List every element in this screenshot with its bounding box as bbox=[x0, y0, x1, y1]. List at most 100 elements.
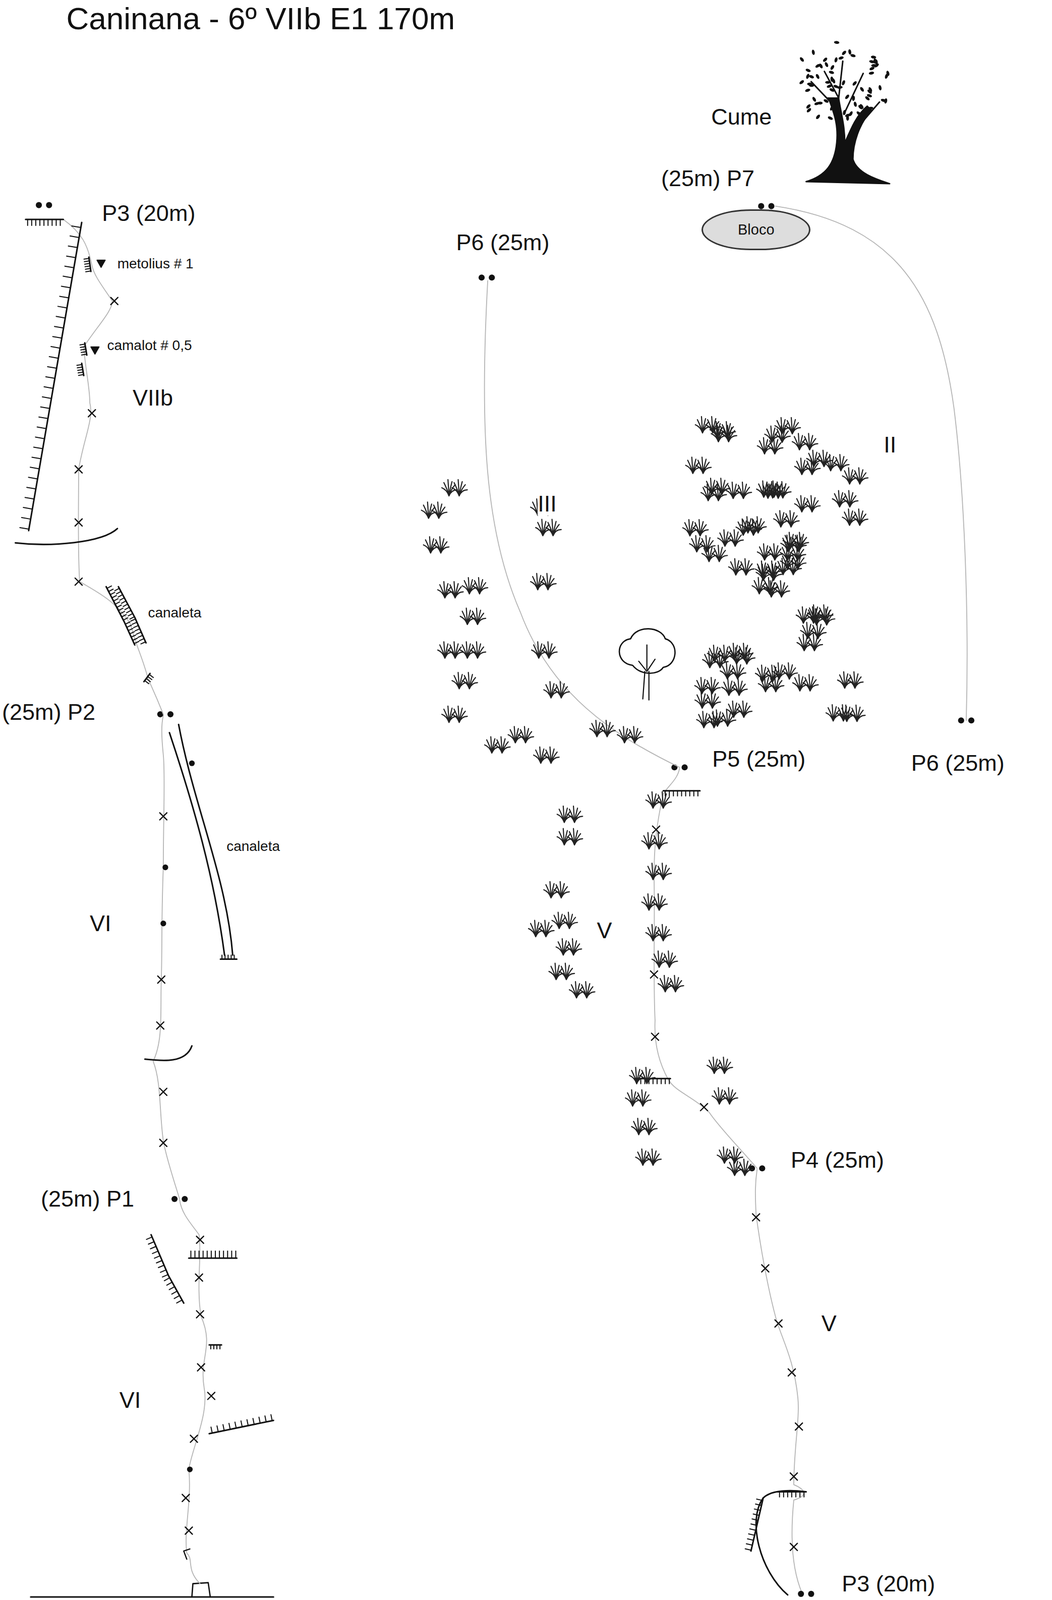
grass-tuft bbox=[451, 672, 467, 689]
hatch-tick bbox=[60, 219, 62, 226]
hatch-tick bbox=[77, 367, 83, 369]
tree-leaf bbox=[848, 110, 854, 117]
hatch-tick bbox=[61, 286, 71, 288]
grass-tuft bbox=[842, 490, 858, 507]
bolt-mark bbox=[790, 1472, 798, 1480]
grass-tuft bbox=[646, 862, 662, 880]
hatch-tick bbox=[146, 1236, 152, 1240]
tree-leaf bbox=[805, 107, 812, 113]
bolt-mark bbox=[775, 1319, 783, 1327]
tree-leaf bbox=[867, 106, 874, 110]
tree-leaf bbox=[826, 83, 833, 89]
grass-tuft bbox=[641, 832, 658, 849]
hatch-tick bbox=[81, 351, 87, 353]
hatch-tick bbox=[173, 1295, 180, 1299]
hatch-tick bbox=[190, 1250, 192, 1258]
rock-feature bbox=[28, 222, 82, 531]
hatch-tick bbox=[164, 1277, 170, 1281]
hatch-tick bbox=[219, 1344, 221, 1349]
grass-tuft bbox=[842, 467, 858, 484]
hatch-tick bbox=[748, 1533, 755, 1536]
gear-note: camalot # 0,5 bbox=[106, 337, 192, 353]
hatch-tick bbox=[125, 607, 130, 610]
hatch-tick bbox=[221, 954, 223, 959]
bolt-mark bbox=[88, 409, 96, 417]
piton-dot bbox=[488, 274, 495, 281]
hatch-tick bbox=[697, 790, 699, 796]
grass-tuft bbox=[728, 529, 744, 546]
tree-leaf bbox=[844, 93, 850, 100]
piton-dot bbox=[757, 203, 765, 210]
hatch-tick bbox=[25, 497, 35, 499]
grass-tuft bbox=[804, 457, 821, 475]
summit-tree-trunk bbox=[805, 97, 890, 184]
tree-leaf bbox=[884, 97, 888, 104]
start-squiggle bbox=[183, 1548, 190, 1559]
rock-feature bbox=[88, 257, 91, 272]
hatch-tick bbox=[39, 219, 41, 226]
grass-tuft bbox=[545, 519, 561, 536]
hatch-tick bbox=[750, 1523, 757, 1526]
grass-tuft bbox=[528, 920, 544, 937]
grass-tuft bbox=[764, 426, 780, 443]
hatch-tick bbox=[42, 396, 52, 399]
tree-leaf bbox=[834, 56, 839, 64]
hatch-tick bbox=[43, 219, 45, 226]
hatch-tick bbox=[136, 631, 142, 634]
bolt-mark bbox=[795, 1422, 803, 1430]
hatch-tick bbox=[33, 446, 43, 449]
hatch-tick bbox=[213, 1344, 215, 1349]
tree-leaf bbox=[824, 61, 830, 68]
hatch-tick bbox=[120, 597, 125, 601]
hatch-tick bbox=[803, 1491, 805, 1497]
grass-tuft bbox=[717, 1146, 733, 1163]
bolt-mark bbox=[195, 1273, 203, 1281]
bolt-mark bbox=[652, 826, 660, 834]
bolt-mark bbox=[182, 1494, 190, 1502]
tree-leaf bbox=[833, 84, 840, 89]
hatch-tick bbox=[118, 594, 123, 598]
grass-tuft bbox=[792, 433, 808, 450]
hatch-tick bbox=[80, 343, 86, 345]
grass-tuft bbox=[800, 622, 816, 639]
grass-tuft bbox=[656, 791, 672, 808]
gear-marker bbox=[96, 260, 105, 268]
tree-leaf bbox=[867, 86, 873, 93]
grade-label: V bbox=[597, 918, 613, 943]
grass-tuft bbox=[554, 681, 570, 698]
grass-tuft bbox=[807, 634, 823, 651]
bolt-mark bbox=[196, 1310, 204, 1318]
route-line bbox=[484, 280, 680, 768]
tree-leaf bbox=[811, 49, 816, 55]
hatch-tick bbox=[749, 1528, 756, 1531]
hatch-tick bbox=[755, 1503, 762, 1506]
grass-tuft bbox=[810, 622, 827, 639]
hatch-tick bbox=[84, 263, 90, 264]
hatch-tick bbox=[132, 622, 137, 625]
grass-tuft bbox=[796, 606, 812, 623]
belay-label: (25m) P2 bbox=[2, 699, 96, 724]
grass-tuft bbox=[646, 924, 662, 941]
bolt-mark bbox=[185, 1526, 193, 1534]
tree-leaf bbox=[805, 68, 812, 73]
bolt-mark bbox=[88, 409, 96, 417]
grass-tuft bbox=[470, 608, 486, 625]
hatch-tick bbox=[125, 621, 130, 624]
hatch-tick bbox=[84, 260, 90, 262]
hatch-tick bbox=[158, 1264, 164, 1268]
bolt-mark bbox=[788, 1368, 796, 1376]
overhang-arc bbox=[755, 1490, 806, 1595]
grass-tuft bbox=[792, 674, 808, 691]
grass-tuft bbox=[712, 1087, 728, 1104]
bolt-mark bbox=[795, 1422, 803, 1430]
grass-tuft bbox=[543, 746, 559, 764]
hatch-tick bbox=[222, 1250, 224, 1258]
hatch-tick bbox=[121, 600, 127, 604]
bolt-mark bbox=[790, 1543, 798, 1551]
grass-tuft bbox=[731, 678, 747, 695]
tree-leaf bbox=[811, 96, 817, 103]
belay-label: (25m) P1 bbox=[40, 1186, 135, 1211]
grass-tuft bbox=[704, 478, 720, 495]
hatch-tick bbox=[150, 1246, 156, 1249]
bolt-mark bbox=[157, 975, 165, 983]
